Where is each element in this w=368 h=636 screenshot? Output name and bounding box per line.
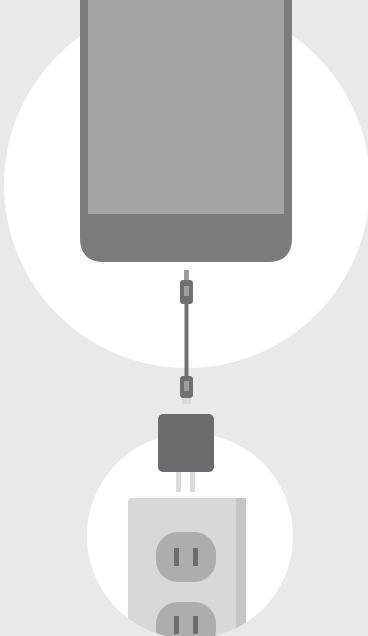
adapter-prong-right — [190, 472, 195, 492]
outlet-slot-upper-right — [193, 548, 198, 566]
cable-plug-bottom-detail — [184, 381, 189, 391]
outlet-plate-edge — [236, 498, 246, 636]
smartphone-icon — [80, 0, 292, 262]
adapter-prong-left — [176, 472, 181, 492]
cable-plug-tip-bottom — [182, 398, 191, 404]
outlet-slot-upper-left — [174, 548, 179, 566]
phone-screen — [88, 0, 284, 214]
outlet-receptacle-lower — [156, 602, 216, 636]
cable-plug-tip-top — [184, 270, 189, 280]
cable-cord — [185, 304, 189, 376]
outlet-slot-lower-right — [193, 616, 198, 634]
outlet-slot-lower-left — [174, 616, 179, 634]
adapter-body — [158, 414, 214, 472]
outlet-receptacle-upper — [156, 532, 216, 582]
wall-outlet-icon — [128, 498, 246, 636]
cable-plug-top-detail — [184, 286, 189, 296]
